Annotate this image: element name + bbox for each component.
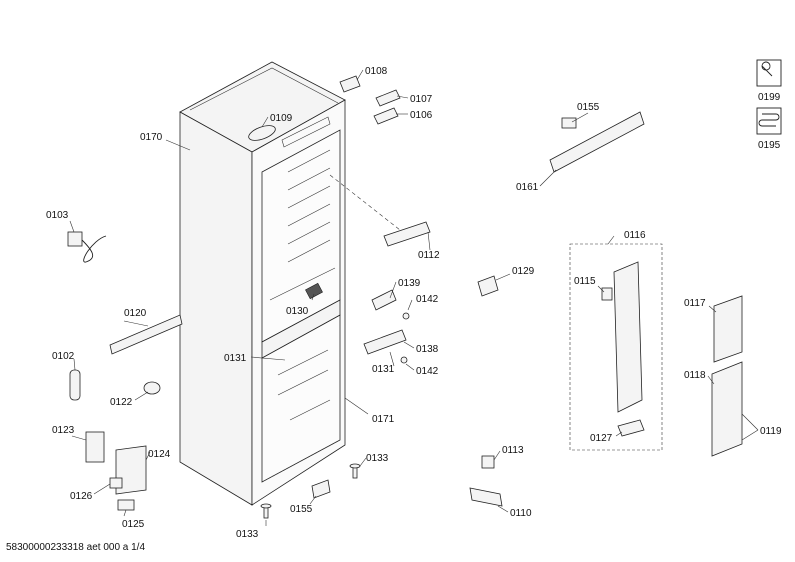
label-0155a: 0155 xyxy=(290,504,313,515)
part-0133-screw-a xyxy=(349,463,361,479)
part-0123-connector xyxy=(85,431,105,463)
part-0102-pin xyxy=(69,369,81,401)
label-0108: 0108 xyxy=(365,66,388,77)
part-0109 xyxy=(248,125,276,141)
part-0155-clip xyxy=(561,117,577,129)
label-0130: 0130 xyxy=(286,306,309,317)
label-0142a: 0142 xyxy=(416,294,439,305)
group-0116-frame xyxy=(569,243,663,451)
label-0115: 0115 xyxy=(574,276,596,287)
label-0107: 0107 xyxy=(410,94,433,105)
label-0139: 0139 xyxy=(398,278,421,289)
label-0129: 0129 xyxy=(512,266,535,277)
leader-lines xyxy=(69,69,759,526)
label-0131a: 0131 xyxy=(224,353,247,364)
part-0118-panel xyxy=(711,361,743,457)
label-0131b: 0131 xyxy=(372,364,395,375)
label-0109: 0109 xyxy=(270,113,293,124)
part-0113 xyxy=(481,455,495,469)
part-0112 xyxy=(383,221,431,247)
refrigerant-coil-icon xyxy=(756,107,782,135)
label-0119: 0119 xyxy=(760,426,782,437)
label-0155b: 0155 xyxy=(577,102,600,113)
label-0138: 0138 xyxy=(416,344,439,355)
callout-labels: 0108 0107 0106 0109 0170 0103 0112 0139 … xyxy=(46,66,782,540)
part-0122-cap xyxy=(143,381,161,395)
part-0133-screw-b xyxy=(260,503,272,519)
part-0126 xyxy=(109,477,123,489)
label-0113: 0113 xyxy=(502,445,524,456)
cabinet-housing xyxy=(179,61,346,506)
part-0110 xyxy=(469,487,503,507)
label-0126: 0126 xyxy=(70,491,93,502)
label-0116: 0116 xyxy=(624,230,646,241)
part-0142a-screw xyxy=(402,312,410,320)
part-0125 xyxy=(117,499,135,511)
label-0103: 0103 xyxy=(46,210,69,221)
part-0138 xyxy=(363,329,407,355)
part-0155-foot xyxy=(311,479,331,499)
label-0112: 0112 xyxy=(418,250,440,261)
label-0195: 0195 xyxy=(758,140,781,151)
part-0107 xyxy=(375,89,401,107)
part-0129 xyxy=(477,275,499,297)
part-0120-rail xyxy=(109,314,183,355)
label-0102: 0102 xyxy=(52,351,75,362)
label-0124: 0124 xyxy=(148,449,171,460)
part-0139 xyxy=(371,289,397,311)
part-0161-strip xyxy=(549,111,645,173)
part-0117-panel xyxy=(713,295,743,363)
label-0125: 0125 xyxy=(122,519,145,530)
label-0117: 0117 xyxy=(684,298,706,309)
label-0120: 0120 xyxy=(124,308,147,319)
label-0122: 0122 xyxy=(110,397,133,408)
label-0133a: 0133 xyxy=(366,453,389,464)
part-0108 xyxy=(339,75,361,93)
label-0142b: 0142 xyxy=(416,366,439,377)
label-0199: 0199 xyxy=(758,92,781,103)
document-id-footer: 58300000233318 aet 000 a 1/4 xyxy=(6,542,146,553)
label-0133b: 0133 xyxy=(236,529,259,540)
label-0170: 0170 xyxy=(140,132,163,143)
label-0110: 0110 xyxy=(510,508,532,519)
label-0171: 0171 xyxy=(372,414,395,425)
service-manual-icon xyxy=(756,59,782,87)
label-0118: 0118 xyxy=(684,370,706,381)
label-0106: 0106 xyxy=(410,110,433,121)
part-0142b-screw xyxy=(400,356,408,364)
part-0103-power-cable xyxy=(67,231,107,263)
label-0127: 0127 xyxy=(590,433,613,444)
part-0106 xyxy=(373,107,399,125)
part-0127 xyxy=(617,419,645,437)
part-0115 xyxy=(601,287,613,301)
label-0123: 0123 xyxy=(52,425,75,436)
label-0161: 0161 xyxy=(516,182,539,193)
